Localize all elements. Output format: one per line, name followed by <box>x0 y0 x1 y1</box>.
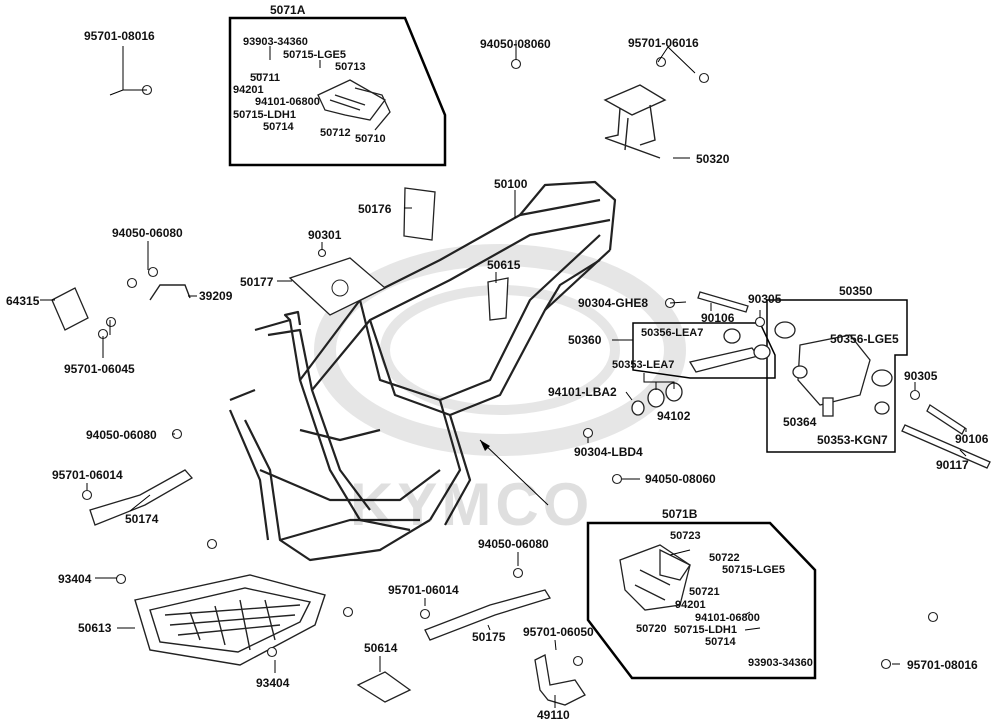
part-label: 50723 <box>670 530 701 542</box>
part-label: 50615 <box>487 258 521 272</box>
part-label: 94102 <box>657 409 691 423</box>
part-label: 50715-LDH1 <box>233 109 296 121</box>
bracket-50615 <box>487 277 509 321</box>
link-50360 <box>688 328 771 373</box>
part-label: 49110 <box>537 708 570 722</box>
watermark-text: KYMCO <box>350 471 594 538</box>
part-label: 50714 <box>705 636 736 648</box>
part-label: 50364 <box>783 415 817 429</box>
part-label: 93903-34360 <box>243 36 308 48</box>
group-label-50360: 50360 <box>568 333 602 347</box>
part-label: 94101-06800 <box>255 96 320 108</box>
part-label: 64315 <box>6 294 40 308</box>
shaft-bolts <box>697 291 991 469</box>
part-label: 50177 <box>240 275 274 289</box>
part-label: 50614 <box>364 641 398 655</box>
bracket-50320 <box>603 84 667 159</box>
plate-hole <box>331 279 349 297</box>
bushings <box>631 382 683 416</box>
brace-50174 <box>89 469 194 526</box>
part-label: 90106 <box>955 432 989 446</box>
group-box-50350 <box>766 299 908 453</box>
part-label: 93903-34360 <box>748 657 813 669</box>
part-label: 94201 <box>675 599 706 611</box>
group-label-50350: 50350 <box>839 284 873 298</box>
part-label: 50613 <box>78 621 112 635</box>
part-label: 95701-06014 <box>52 468 123 482</box>
group-label-5071B: 5071B <box>662 507 698 521</box>
part-label: 50721 <box>689 586 720 598</box>
bracket-39209 <box>149 284 191 301</box>
group-box-5071A <box>228 16 447 167</box>
part-label: 93404 <box>256 676 290 690</box>
part-label: 50100 <box>494 177 528 191</box>
part-label: 50713 <box>335 61 366 73</box>
part-label: 50174 <box>125 512 159 526</box>
part-label: 90305 <box>748 292 782 306</box>
group-label-5071A: 5071A <box>270 3 306 17</box>
part-label: 50175 <box>472 630 506 644</box>
part-label: 50710 <box>355 133 386 145</box>
part-label: 50712 <box>320 127 351 139</box>
part-label: 94050-06080 <box>478 537 549 551</box>
part-label: 90106 <box>701 311 735 325</box>
main-frame <box>228 180 617 562</box>
part-label: 90304-GHE8 <box>578 296 649 310</box>
pointer-arrow <box>480 440 490 451</box>
part-label: 50711 <box>250 72 280 84</box>
part-label: 50320 <box>696 152 730 166</box>
part-label: 94050-06080 <box>86 428 157 442</box>
part-label: 95701-06014 <box>388 583 459 597</box>
part-label: 94050-08060 <box>480 37 551 51</box>
part-label: 50715-LGE5 <box>722 564 785 576</box>
part-label: 50715-LDH1 <box>674 624 737 636</box>
part-label: 95701-06050 <box>523 625 594 639</box>
part-label: 95701-08016 <box>907 658 978 672</box>
part-label: 95701-06016 <box>628 36 699 50</box>
tray-50613 <box>134 574 326 666</box>
assembly-50350 <box>774 321 893 417</box>
part-label: 50356-LEA7 <box>641 327 704 339</box>
part-label: 94201 <box>233 84 264 96</box>
part-label: 90301 <box>308 228 342 242</box>
part-label: 50722 <box>709 552 740 564</box>
plate-64315 <box>51 287 89 331</box>
part-label: 94050-08060 <box>645 472 716 486</box>
part-5071B-sketch <box>619 544 691 611</box>
cover-50176 <box>403 187 436 241</box>
part-label: 94101-LBA2 <box>548 385 617 399</box>
part-label: 94050-06080 <box>112 226 183 240</box>
plate-50177 <box>288 257 387 316</box>
brace-50175 <box>424 589 551 641</box>
part-label: 50176 <box>358 202 392 216</box>
part-label: 90117 <box>936 458 969 472</box>
part-label: 50356-LGE5 <box>830 332 899 346</box>
part-label: 95701-08016 <box>84 29 155 43</box>
part-5071A-sketch <box>317 79 391 131</box>
part-label: 50714 <box>263 121 294 133</box>
part-label: 90305 <box>904 369 938 383</box>
part-label: 50720 <box>636 623 667 635</box>
plate-50614 <box>356 671 412 703</box>
group-box-5071B <box>586 521 817 680</box>
part-label: 50353-KGN7 <box>817 433 888 447</box>
part-label: 94101-06800 <box>695 612 760 624</box>
part-label: 93404 <box>58 572 92 586</box>
part-label: 50353-LEA7 <box>612 359 675 371</box>
leader-lines <box>40 40 967 708</box>
part-label: 90304-LBD4 <box>574 445 643 459</box>
part-label: 39209 <box>199 289 233 303</box>
part-label: 50715-LGE5 <box>283 49 346 61</box>
part-label: 95701-06045 <box>64 362 135 376</box>
bracket-49110 <box>534 654 586 706</box>
